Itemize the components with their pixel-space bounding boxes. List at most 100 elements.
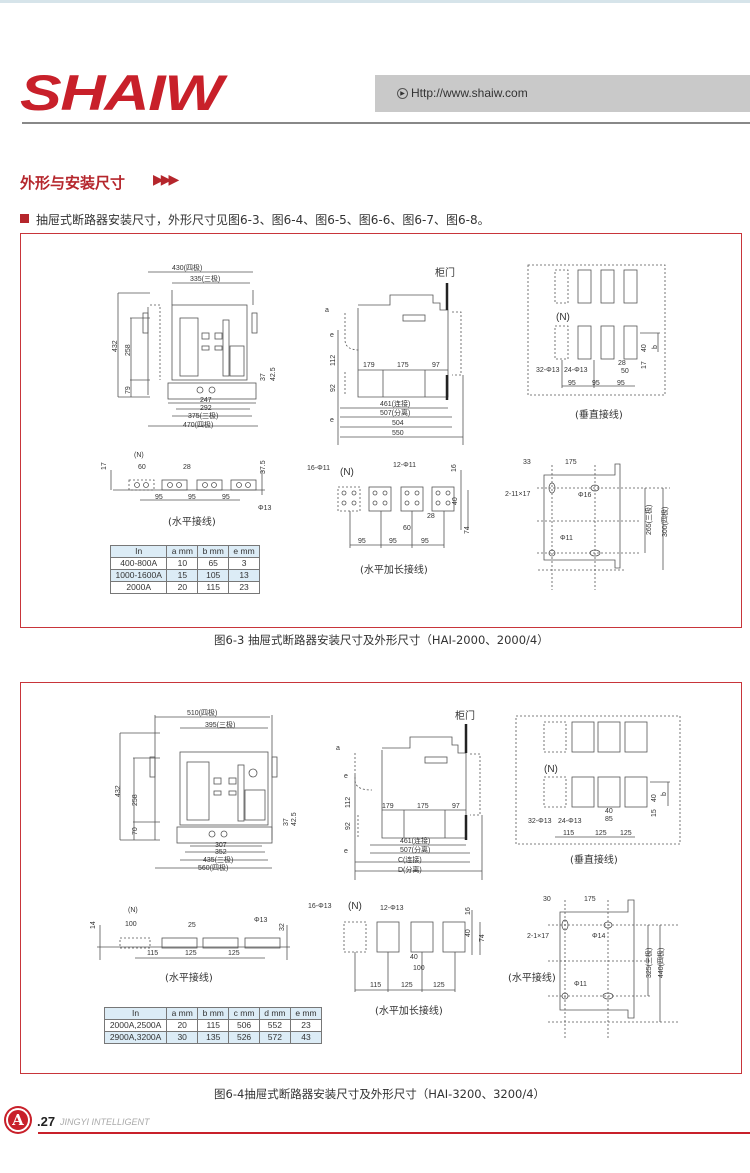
side-view-drawing-6-3 [337, 283, 464, 445]
dimension-label: 32-Φ13 [536, 367, 560, 374]
dimension-label: 504 [392, 420, 404, 427]
dimension-label: 85 [605, 816, 613, 823]
dimension-label: 125 [185, 950, 197, 957]
dimension-label: 430(四极) [172, 263, 202, 272]
dimension-label: Φ11 [560, 535, 573, 542]
dimension-label: 560(四极) [198, 863, 228, 872]
website-url[interactable]: Http://www.shaiw.com [411, 86, 528, 100]
section-title: 外形与安装尺寸 [20, 174, 126, 192]
dimension-label: 16 [465, 907, 472, 915]
dimension-label: 352 [215, 849, 227, 856]
table-cell: 23 [228, 581, 260, 594]
dimension-label: 432 [115, 785, 122, 797]
horizontal-wiring-labels-6-3: (N) 60 28 17 37.5 95 95 95 Φ13 (水平接线) [101, 452, 271, 528]
dimension-label: 40 [452, 497, 459, 505]
dimension-label: 2-11×17 [505, 491, 530, 498]
dimension-label: 37 [260, 373, 267, 381]
dimension-label: 100 [413, 965, 425, 972]
dimension-label: 95 [188, 494, 196, 501]
dimension-label: 461(连接) [400, 836, 430, 845]
table-header: a mm [166, 545, 199, 558]
dimension-label: 79 [125, 386, 132, 394]
dimension-label: 28 [427, 513, 435, 520]
extended-wiring-caption: (水平加长接线) [375, 1004, 443, 1017]
dimension-label: 292 [200, 405, 212, 412]
dimension-label: 125 [433, 982, 445, 989]
table-cell: 572 [258, 1031, 291, 1044]
dimension-label: 115 [370, 982, 381, 989]
dimension-label: 32-Φ13 [528, 818, 552, 825]
dimension-label: 40 [605, 808, 613, 815]
neutral-label: (N) [348, 901, 362, 912]
dimension-label: 92 [330, 384, 337, 392]
dimension-label: 40 [651, 794, 658, 802]
dimension-label: 97 [452, 803, 460, 810]
table-cell: 43 [289, 1031, 323, 1044]
dimension-label: 28 [183, 464, 191, 471]
neutral-label: (N) [134, 452, 144, 459]
dimension-label: 25 [188, 922, 196, 929]
dimension-label: b [661, 792, 668, 796]
footer-rule [38, 1132, 750, 1134]
intro-text: 抽屉式断路器安装尺寸，外形尺寸见图6-3、图6-4、图6-5、图6-6、图6-7… [36, 213, 490, 227]
dimension-label: 112 [345, 797, 352, 808]
dimension-label: 300(四极) [660, 507, 669, 537]
shaiw-logo: SHAIW [20, 65, 223, 121]
mounting-labels-6-3: 33 175 2-11×17 Φ16 265(三极) 300(四极) Φ11 [505, 459, 669, 542]
triple-arrow-icon: ▶▶▶ [153, 172, 179, 188]
dimension-label: b [652, 345, 659, 349]
dimension-label: 16 [451, 464, 458, 472]
cabinet-door-label: 柜门 [455, 709, 475, 722]
front-view-drawing-6-3 [117, 271, 258, 427]
dimension-label: 74 [479, 934, 486, 942]
dimension-label: 16-Φ13 [308, 903, 332, 910]
table-cell: 2000A,2500A [103, 1019, 168, 1032]
dimension-label: 12-Φ11 [393, 462, 416, 469]
vertical-wiring-caption: (垂直接线) [570, 853, 618, 866]
horizontal-wiring-drawing-6-3 [110, 470, 265, 501]
table-cell: 20 [166, 581, 199, 594]
dimension-label: e [344, 773, 348, 780]
dimension-label: 507(分离) [400, 845, 430, 854]
dimension-label: 17 [641, 361, 648, 369]
extended-wiring-labels-6-4: 16-Φ13 (N) 12-Φ13 16 40 74 40 100 115 12… [308, 901, 486, 1017]
extended-wiring-labels-6-3: 16-Φ11 (N) 12-Φ11 16 40 28 60 74 95 95 9… [307, 462, 471, 576]
horizontal-wiring-drawing-6-4 [97, 925, 290, 960]
dimension-label: 95 [155, 494, 163, 501]
cabinet-door-label: 柜门 [435, 266, 455, 279]
dimension-label: 470(四极) [183, 420, 213, 429]
horizontal-wiring-caption: (水平接线) [165, 971, 213, 984]
extended-wiring-drawing-6-3 [337, 470, 469, 548]
horizontal-wiring-labels-6-4: (N) 100 25 Φ13 14 32 115 125 125 (水平接线) [90, 907, 286, 984]
dimension-label: 97 [432, 362, 440, 369]
dimension-label: 16-Φ11 [307, 465, 330, 472]
dimension-label: 335(三极) [190, 274, 220, 283]
dimension-label: 37.5 [260, 460, 267, 474]
front-view-drawing-6-4 [119, 715, 278, 869]
side-view-labels-6-3: 柜门 a e 112 92 e 179 175 97 461(连接) 507(分… [325, 266, 455, 437]
table-header: e mm [228, 545, 260, 558]
dimension-label: 33 [523, 459, 531, 466]
top-rule [0, 0, 750, 3]
side-view-labels-6-4: 柜门 a e 112 92 e 179 175 97 461(连接) 507(分… [336, 709, 475, 874]
dimension-label: 440(四极) [656, 948, 665, 978]
dimension-label: 461(连接) [380, 399, 410, 408]
dimension-label: 95 [568, 380, 576, 387]
dimension-label: 60 [138, 464, 146, 471]
page-number: .27 [37, 1114, 56, 1129]
side-view-drawing-6-4 [354, 724, 483, 880]
table-header: b mm [197, 1007, 230, 1020]
figure-6-3-caption: 图6-3 抽屉式断路器安装尺寸及外形尺寸（HAI-2000、2000/4） [214, 633, 549, 647]
dimension-label: 32 [279, 923, 286, 931]
table-cell: 15 [166, 569, 199, 582]
dimension-label: 395(三极) [205, 720, 235, 729]
dimension-label: e [330, 332, 334, 339]
dimension-label: 24-Φ13 [558, 818, 582, 825]
url-bar: ▶ Http://www.shaiw.com [375, 75, 750, 112]
dimension-label: 42.5 [270, 367, 277, 381]
figure-6-3-panel [20, 233, 742, 628]
